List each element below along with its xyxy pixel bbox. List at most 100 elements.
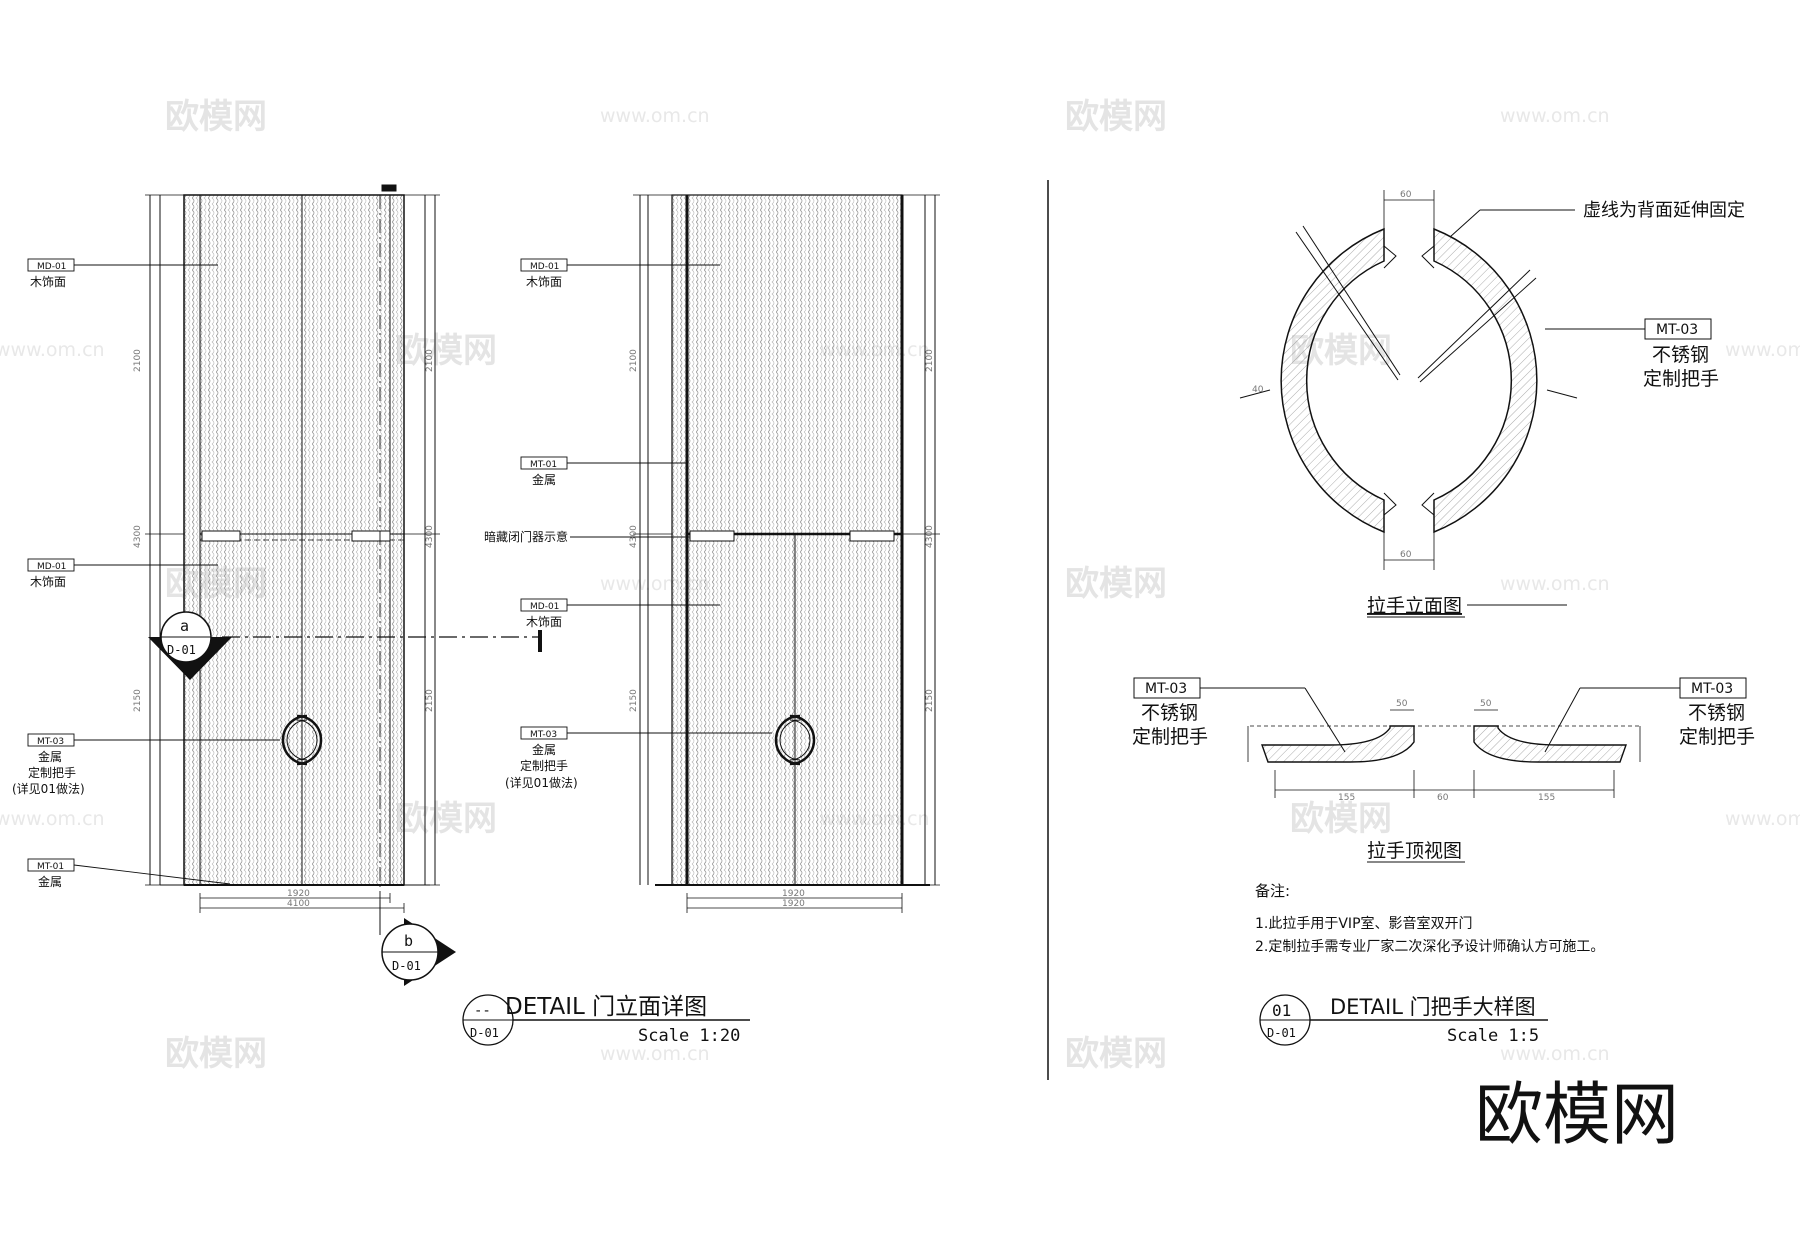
dim-leaf-width: 1920 [287, 889, 310, 899]
watermark-url: www.om.cn [1500, 105, 1610, 127]
section-letter: b [404, 932, 413, 950]
dim-bottom-height: 2150 [133, 689, 143, 712]
watermark-logo: 欧模网 [395, 799, 497, 839]
callout-code-mt03: MT-03 [1691, 681, 1733, 697]
callout-code-mt01: MT-01 [530, 460, 557, 470]
callout-handle-label: 定制把手 [520, 758, 568, 773]
callout-code-mt03: MT-03 [530, 730, 557, 740]
watermark-url: www.om.cn [1500, 1043, 1610, 1065]
dim-top-height: 2100 [629, 349, 639, 372]
door-handle-left-half [296, 714, 323, 766]
dim-side: 40 [1252, 385, 1264, 395]
dim-total-height: 4300 [133, 525, 143, 548]
watermark-url: www.om.cn [0, 339, 105, 361]
callout-code-mt03: MT-03 [1656, 322, 1698, 338]
callout-material: 不锈钢 [1141, 702, 1198, 724]
middle-door-elevation [633, 194, 940, 913]
title-label: DETAIL 门立面详图 [505, 994, 707, 1020]
callout-code-mt01: MT-01 [37, 862, 64, 872]
dim-total-height: 4300 [425, 525, 435, 548]
dim-neck: 50 [1480, 699, 1492, 709]
callout-handle-ref: (详见01做法) [505, 775, 578, 790]
note-line-2: 2.定制拉手需专业厂家二次深化予设计师确认方可施工。 [1255, 938, 1604, 955]
watermark-url: www.om.cn [600, 105, 710, 127]
dim-neck: 50 [1396, 699, 1408, 709]
dim-bottom-height: 2150 [425, 689, 435, 712]
callout-name-wood: 木饰面 [526, 275, 562, 289]
callout-code-md01: MD-01 [530, 262, 559, 272]
dim-bottom-height: 2150 [925, 689, 935, 712]
dim-top-height: 2100 [925, 349, 935, 372]
dim-left-width: 155 [1338, 793, 1355, 803]
notes-heading: 备注: [1255, 882, 1290, 900]
callout-code-mt03: MT-03 [37, 737, 64, 747]
callout-name-wood: 木饰面 [30, 575, 66, 589]
dim-leaf-width: 1920 [782, 889, 805, 899]
dim-total-height: 4300 [925, 525, 935, 548]
handle-note: 虚线为背面延伸固定 [1583, 200, 1745, 221]
title-number: 01 [1272, 1001, 1291, 1020]
callout-code-md01: MD-01 [37, 562, 66, 572]
brand-logo-text: 欧模网 [1475, 1076, 1679, 1155]
section-letter: a [180, 617, 189, 635]
title-block-left [462, 994, 750, 1046]
callout-material: 不锈钢 [1652, 344, 1709, 366]
dim-bottom-height: 2150 [629, 689, 639, 712]
callout-handle-label: 定制把手 [1643, 368, 1719, 390]
watermark-url: www.om.cn [1500, 573, 1610, 595]
callout-door-closer: 暗藏闭门器示意 [484, 529, 568, 544]
watermark-url: www.om.cn [1725, 808, 1800, 830]
callout-code-md01: MD-01 [530, 602, 559, 612]
dim-total-height: 4300 [629, 525, 639, 548]
dim-gap-bottom: 60 [1400, 550, 1412, 560]
callout-handle-label: 定制把手 [28, 765, 76, 780]
handle-top-view-drawing [1133, 677, 1747, 798]
section-marker-a [148, 611, 232, 680]
dim-center-gap: 60 [1437, 793, 1449, 803]
door-handle-right-half [281, 714, 308, 766]
handle-top-caption: 拉手顶视图 [1367, 840, 1462, 862]
callout-handle-ref: (详见01做法) [12, 781, 85, 796]
callout-name-wood: 木饰面 [526, 615, 562, 629]
watermark-logo: 欧模网 [1065, 1034, 1167, 1074]
title-scale: Scale 1:20 [638, 1026, 740, 1046]
title-sheet-ref: D-01 [470, 1026, 499, 1040]
callout-name-metal: 金属 [38, 749, 62, 764]
title-block-right [1259, 994, 1548, 1046]
title-sheet-ref: D-01 [1267, 1026, 1296, 1040]
callout-name-metal: 金属 [532, 742, 556, 757]
dim-overall-width: 1920 [782, 899, 805, 909]
watermark-logo: 欧模网 [165, 1034, 267, 1074]
watermark-logo: 欧模网 [1065, 97, 1167, 137]
callout-name-metal: 金属 [532, 472, 556, 487]
callout-handle-label: 定制把手 [1679, 726, 1755, 748]
watermark-logo: 欧模网 [1290, 799, 1392, 839]
callout-code-mt03: MT-03 [1145, 681, 1187, 697]
watermark-url: www.om.cn [600, 1043, 710, 1065]
note-line-1: 1.此拉手用于VIP室、影音室双开门 [1255, 915, 1473, 932]
dim-top-height: 2100 [133, 349, 143, 372]
section-sheet-ref: D-01 [167, 643, 196, 657]
dim-gap-top: 60 [1400, 190, 1412, 200]
handle-elevation-caption: 拉手立面图 [1367, 595, 1462, 617]
left-callouts [27, 258, 280, 885]
middle-callouts [520, 258, 772, 740]
title-label: DETAIL 门把手大样图 [1330, 995, 1536, 1019]
title-number: -- [474, 1003, 491, 1019]
title-scale: Scale 1:5 [1447, 1026, 1539, 1046]
callout-name-wood: 木饰面 [30, 275, 66, 289]
handle-elevation-drawing [1239, 190, 1712, 606]
left-door-elevation [145, 184, 542, 935]
dim-right-width: 155 [1538, 793, 1555, 803]
watermark-logo: 欧模网 [1065, 564, 1167, 604]
watermark-url: www.om.cn [1725, 339, 1800, 361]
dim-top-height: 2100 [425, 349, 435, 372]
dim-overall-width: 4100 [287, 899, 310, 909]
watermark-logo: 欧模网 [165, 97, 267, 137]
callout-name-metal: 金属 [38, 874, 62, 889]
watermark-logo: 欧模网 [395, 331, 497, 371]
callout-material: 不锈钢 [1688, 702, 1745, 724]
callout-handle-label: 定制把手 [1132, 726, 1208, 748]
callout-code-md01: MD-01 [37, 262, 66, 272]
